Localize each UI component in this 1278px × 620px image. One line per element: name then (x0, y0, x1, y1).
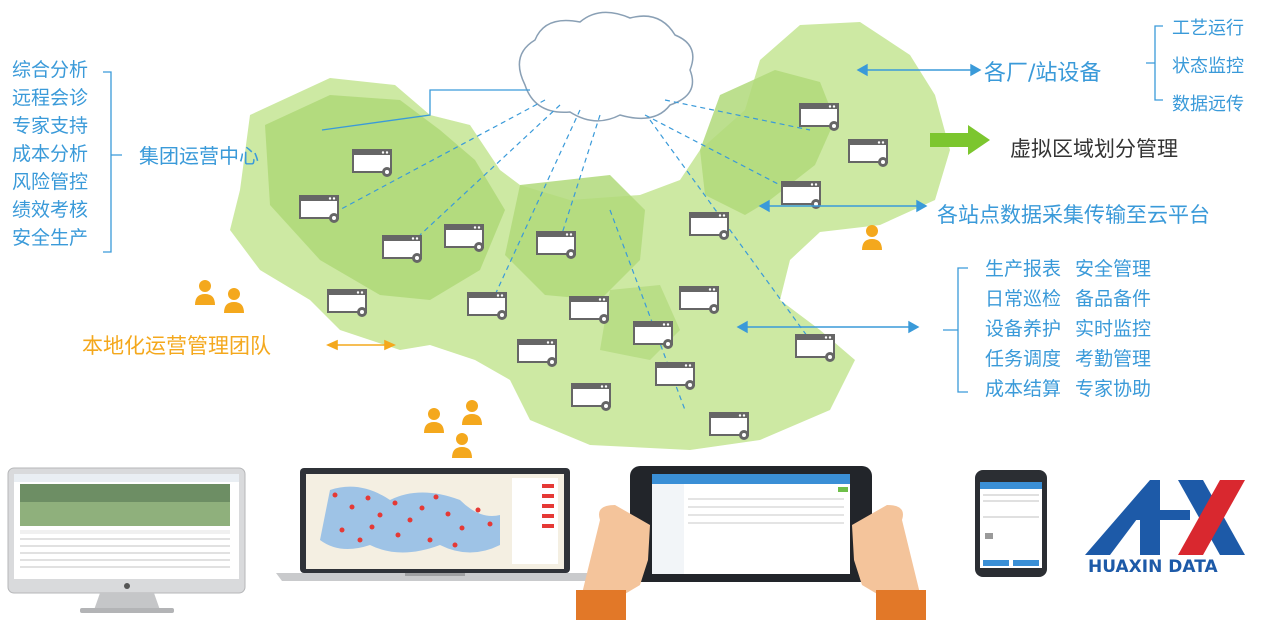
app-function-item: 安全管理 (1075, 258, 1152, 280)
app-function-item: 生产报表 (985, 258, 1062, 280)
region-dark (265, 95, 505, 300)
app-function-item: 专家协助 (1075, 378, 1152, 400)
group-operations-center-label: 集团运营中心 (139, 144, 259, 168)
app-function-item: 任务调度 (985, 348, 1062, 370)
cloud-link (644, 114, 781, 186)
phone-screen (980, 482, 1042, 568)
station-icon (848, 139, 889, 168)
function-item: 风险管控 (12, 171, 89, 193)
station-icon (299, 195, 340, 224)
plant-function-item: 数据远传 (1172, 94, 1244, 115)
smartphone (975, 470, 1047, 577)
function-item: 绩效考核 (12, 199, 89, 221)
app-function-item: 日常巡检 (985, 288, 1062, 310)
station-icon (709, 412, 750, 441)
station-icon (689, 212, 730, 241)
station-icon (679, 286, 720, 315)
station-icon (517, 339, 558, 368)
person-icon (424, 408, 444, 433)
station-icon (327, 289, 368, 318)
zoning-arrow (930, 125, 990, 155)
function-item: 综合分析 (12, 59, 89, 81)
person-icon (195, 280, 215, 305)
function-item: 远程会诊 (12, 87, 89, 109)
data-upload-label: 各站点数据采集传输至云平台 (937, 203, 1210, 227)
plant-function-item: 工艺运行 (1172, 18, 1244, 39)
tablet-with-hands (576, 466, 926, 620)
person-icon (224, 288, 244, 313)
cloud-link (419, 104, 561, 236)
plant-equipment-label: 各厂/站设备 (984, 61, 1102, 86)
station-icon (536, 231, 577, 260)
station-icon (382, 235, 423, 264)
station-icon (799, 103, 840, 132)
cloud-link (494, 109, 581, 296)
app-function-item: 备品备件 (1075, 288, 1152, 310)
station-icon (444, 224, 485, 253)
app-function-row: 生产报表安全管理 (985, 254, 1165, 284)
station-icon (633, 321, 674, 350)
person-icon (452, 433, 472, 458)
group-functions-list: 综合分析 远程会诊 专家支持 成本分析 风险管控 绩效考核 安全生产 (12, 56, 88, 252)
app-function-item: 考勤管理 (1075, 348, 1152, 370)
app-functions-list: 生产报表安全管理 日常巡检备品备件 设备养护实时监控 任务调度考勤管理 成本结算… (985, 254, 1165, 404)
plant-function-item: 状态监控 (1172, 56, 1244, 77)
local-team-label: 本地化运营管理团队 (82, 334, 271, 358)
laptop (276, 468, 594, 581)
virtual-zoning-label: 虚拟区域划分管理 (1010, 137, 1178, 161)
huaxin-data-logo (1085, 480, 1245, 555)
function-item: 安全生产 (12, 227, 89, 249)
app-function-row: 成本结算专家协助 (985, 374, 1165, 404)
double-arrows (736, 63, 982, 334)
cloud-links (329, 99, 811, 411)
left-bracket (103, 71, 122, 253)
person-icon (862, 225, 882, 250)
cloud-link (559, 114, 601, 241)
app-function-row: 任务调度考勤管理 (985, 344, 1165, 374)
cloud-link (664, 99, 811, 131)
function-item: 专家支持 (12, 115, 89, 137)
station-icon (569, 296, 610, 325)
station-icon (655, 362, 696, 391)
station-icon (467, 292, 508, 321)
app-function-item: 设备养护 (985, 318, 1062, 340)
app-bracket (943, 267, 968, 393)
cloud-link (649, 119, 811, 341)
cloud-link (329, 99, 546, 216)
app-function-row: 日常巡检备品备件 (985, 284, 1165, 314)
station-icon (352, 149, 393, 178)
app-function-item: 成本结算 (985, 378, 1062, 400)
plant-functions-list: 工艺运行 状态监控 数据远传 (1172, 10, 1244, 124)
service-region-map (230, 22, 950, 450)
station-icon (795, 334, 836, 363)
function-item: 成本分析 (12, 143, 89, 165)
person-icon (462, 400, 482, 425)
team-arrow (326, 339, 396, 351)
plant-bracket (1146, 25, 1163, 101)
app-function-item: 实时监控 (1075, 318, 1152, 340)
cloud-platform-icon (518, 11, 694, 122)
center-link (321, 89, 530, 131)
logo-text: HUAXIN DATA (1088, 557, 1218, 577)
desktop-monitor (7, 467, 246, 613)
app-function-row: 设备养护实时监控 (985, 314, 1165, 344)
station-icon (781, 181, 822, 210)
station-icon (571, 383, 612, 412)
